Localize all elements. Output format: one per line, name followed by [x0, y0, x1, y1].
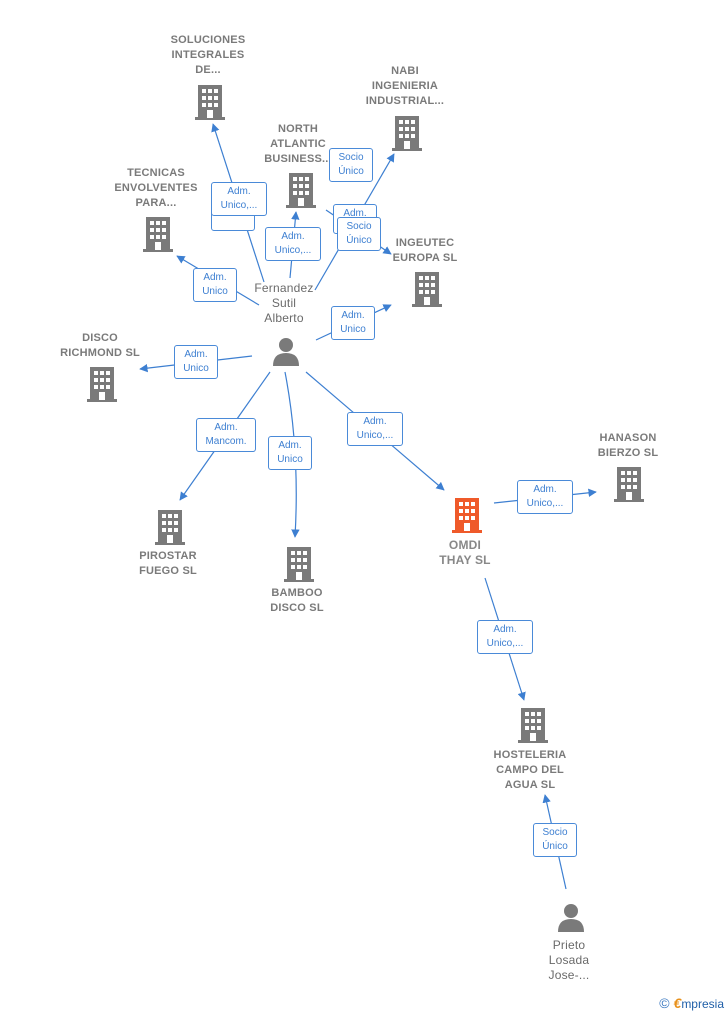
node-label-disco[interactable]: DISCO RICHMOND SL	[60, 332, 140, 359]
edge-label-ingeutec[interactable]: Socio Único	[337, 217, 381, 251]
person-icon[interactable]	[556, 902, 586, 932]
edge-label-nabi[interactable]: Socio Único	[329, 148, 373, 182]
node-label-fernandez[interactable]: Fernandez Sutil Alberto	[254, 281, 314, 325]
node-label-omdi[interactable]: OMDI THAY SL	[439, 538, 491, 567]
building-icon[interactable]	[143, 216, 173, 252]
edge-label-north[interactable]: Adm. Unico,...	[265, 227, 321, 261]
brand-logo-initial: €	[673, 995, 682, 1011]
node-label-hosteleria[interactable]: HOSTELERIA CAMPO DEL AGUA SL	[493, 749, 567, 791]
building-icon[interactable]	[614, 466, 644, 502]
edge-label-tecnicas[interactable]: Adm. Unico	[193, 268, 237, 302]
edge-label-disco[interactable]: Adm. Unico	[174, 345, 218, 379]
edge-label-prieto[interactable]: Socio Único	[533, 823, 577, 857]
node-label-prieto[interactable]: Prieto Losada Jose-...	[548, 938, 590, 982]
building-icon[interactable]	[155, 509, 185, 545]
edge-label-bamboo[interactable]: Adm. Unico	[268, 436, 312, 470]
copyright-icon: ©	[659, 995, 670, 1011]
brand-footer[interactable]: ©€mpresia	[659, 995, 724, 1011]
node-label-ingeutec[interactable]: INGEUTEC EUROPA SL	[392, 237, 458, 264]
edge-label-pirostar[interactable]: Adm. Mancom.	[196, 418, 256, 452]
edge-label-omdi[interactable]: Adm. Unico,...	[347, 412, 403, 446]
node-label-bamboo[interactable]: BAMBOO DISCO SL	[270, 587, 324, 614]
edge-label-hanason[interactable]: Adm. Unico,...	[517, 480, 573, 514]
edge-label-soluciones[interactable]: Adm. Unico,...	[211, 182, 267, 216]
node-label-hanason[interactable]: HANASON BIERZO SL	[597, 432, 659, 459]
building-icon[interactable]	[284, 546, 314, 582]
node-label-tecnicas[interactable]: TECNICAS ENVOLVENTES PARA...	[114, 167, 198, 209]
edge-label-hosteleria[interactable]: Adm. Unico,...	[477, 620, 533, 654]
node-label-north[interactable]: NORTH ATLANTIC BUSINESS...	[264, 123, 332, 165]
building-icon[interactable]	[518, 707, 548, 743]
building-icon-focus[interactable]	[452, 497, 482, 533]
building-icon[interactable]	[286, 172, 316, 208]
node-label-soluciones[interactable]: SOLUCIONES INTEGRALES DE...	[170, 34, 246, 76]
building-icon[interactable]	[392, 115, 422, 151]
building-icon[interactable]	[412, 271, 442, 307]
node-label-pirostar[interactable]: PIROSTAR FUEGO SL	[139, 550, 197, 577]
building-icon[interactable]	[195, 84, 225, 120]
brand-logo-text: mpresia	[681, 997, 724, 1011]
edge-label-ingeutec-2[interactable]: Adm. Unico	[331, 306, 375, 340]
building-icon[interactable]	[87, 366, 117, 402]
person-icon[interactable]	[271, 336, 301, 366]
node-label-nabi[interactable]: NABI INGENIERIA INDUSTRIAL...	[365, 65, 445, 107]
